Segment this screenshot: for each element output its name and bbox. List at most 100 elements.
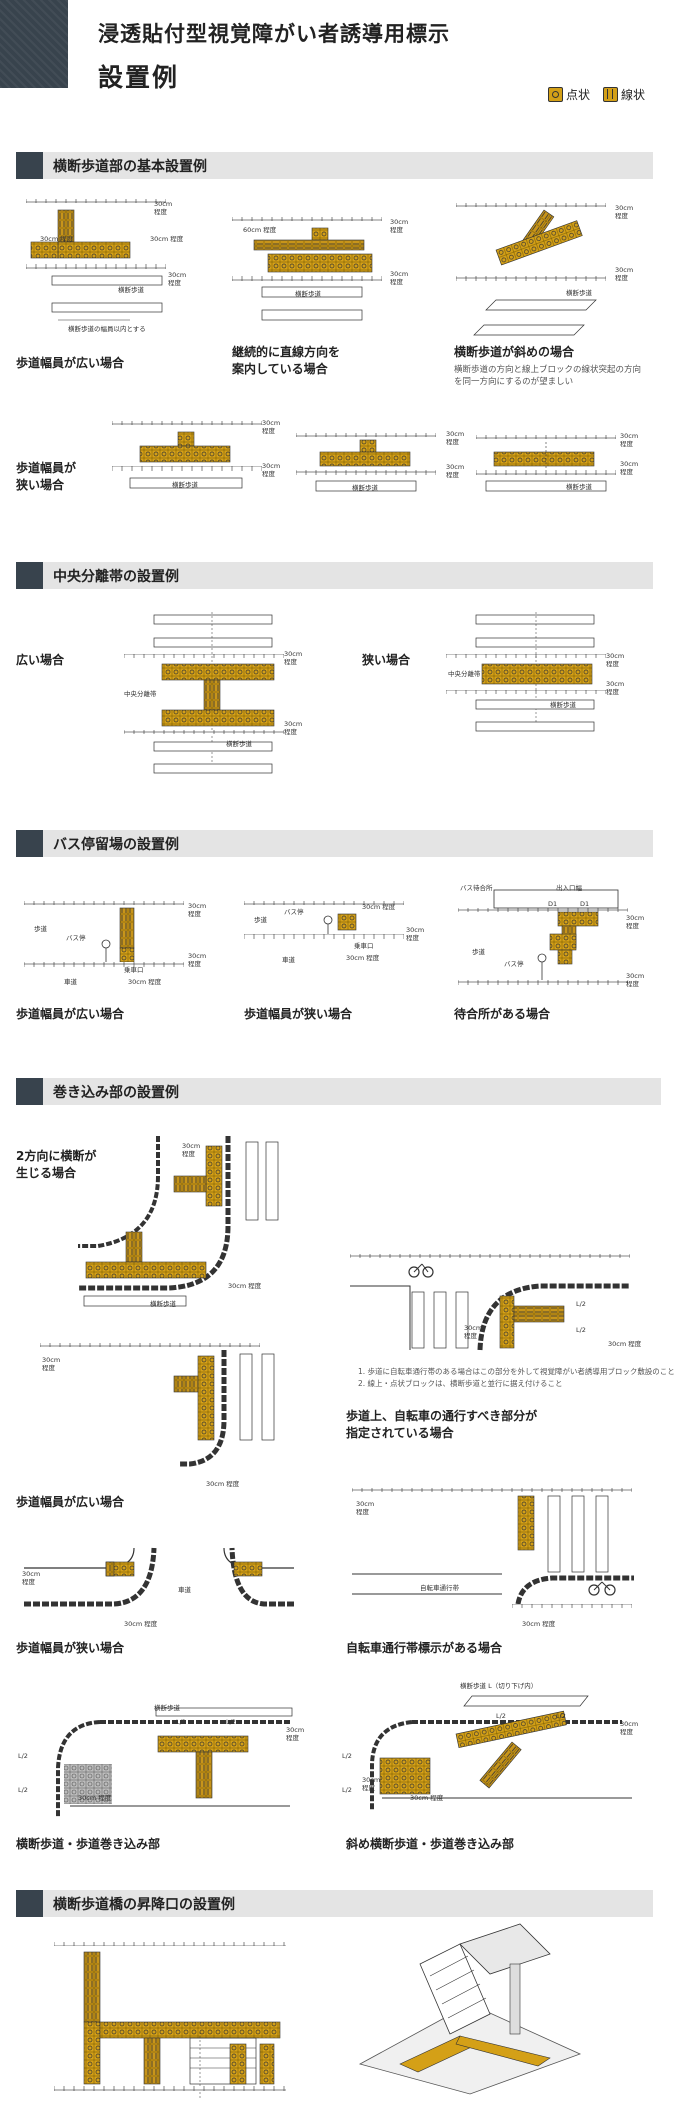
dim-cm: 30cm (284, 650, 303, 658)
crosswalk-label: 横断歩道 (118, 286, 144, 294)
diagram-median-narrow (446, 612, 606, 732)
dim-teido: 程度 (22, 1578, 35, 1586)
l2-label: L/2 (342, 1752, 352, 1760)
diagram-bus-shelter (458, 889, 628, 985)
dim-teido: 程度 (620, 1728, 633, 1736)
dot-block-icon (548, 87, 563, 102)
roadway-label: 車道 (178, 1586, 191, 1594)
dim-cm: 30cm (154, 200, 173, 208)
dim-teido: 程度 (284, 728, 297, 736)
d1-label: D1 (548, 900, 558, 908)
section-header-crosswalk: 横断歩道部の基本設置例 (16, 152, 653, 179)
dim-cm: 30cm (406, 926, 425, 934)
dim-cm: 30cm (615, 266, 634, 274)
median-label: 中央分離帯 (124, 690, 157, 698)
crosswalk-label: 横断歩道 (154, 1704, 180, 1712)
caption-corner-narrow: 歩道幅員が狭い場合 (16, 1641, 125, 1655)
note-line: を同一方向にするのが望ましい (454, 377, 574, 387)
dim-label: 30cm 程度 (78, 1794, 112, 1802)
caption-median-narrow: 狭い場合 (362, 653, 411, 667)
crosswalk-label: 横断歩道 (150, 1300, 176, 1308)
dim-cm: 30cm (615, 204, 634, 212)
dim-label: 30cm 程度 (608, 1340, 642, 1348)
diagram-corner-narrow (24, 1547, 294, 1607)
section-header-corner: 巻き込み部の設置例 (16, 1078, 661, 1105)
l2-label: L/2 (576, 1326, 586, 1334)
dim-teido: 程度 (620, 468, 633, 476)
dim-cm: 30cm (262, 419, 281, 427)
section-marker (16, 562, 43, 589)
diagram-bridge-plan (54, 1942, 286, 2100)
diagram-corner-bike (350, 1254, 630, 1351)
bus-stop-label: バス停 (66, 934, 86, 942)
bus-stop-label: バス停 (504, 960, 524, 968)
crosswalk-label: 横断歩道 (352, 484, 378, 492)
caption-line: 歩道幅員が (16, 461, 77, 475)
caption-median-wide: 広い場合 (16, 653, 65, 667)
caption-bike: 歩道上、自転車の通行すべき部分が指定されている場合 (346, 1408, 537, 1442)
dim-cm: 30cm (182, 1142, 201, 1150)
caption-bus-narrow: 歩道幅員が狭い場合 (244, 1007, 353, 1021)
section-marker (16, 1890, 43, 1917)
section-header-bus: バス停留場の設置例 (16, 830, 653, 857)
diagonal-note: 横断歩道の方向と線上ブロックの線状突起の方向を同一方向にするのが望ましい (454, 364, 641, 388)
caption-corner-wide: 歩道幅員が広い場合 (16, 1495, 125, 1509)
section-title: 横断歩道橋の昇降口の設置例 (53, 1896, 235, 1913)
boarding-label: 乗車口 (354, 942, 374, 950)
section-header-bridge: 横断歩道橋の昇降口の設置例 (16, 1890, 653, 1917)
dim-teido: 程度 (182, 1150, 195, 1158)
caption-diagonal: 横断歩道が斜めの場合 (454, 345, 575, 359)
dim-label: 30cm 程度 (228, 1282, 262, 1290)
dim-teido: 程度 (262, 470, 275, 478)
section-title: 巻き込み部の設置例 (53, 1084, 179, 1101)
caption-narrow: 歩道幅員が狭い場合 (16, 460, 76, 494)
diagram-wide-sidewalk (26, 199, 166, 321)
boarding-label: 乗車口 (124, 966, 144, 974)
dim-label: 30cm 程度 (124, 1620, 158, 1628)
legend-dot-label: 点状 (566, 88, 591, 102)
dim-label: 30cm 程度 (40, 235, 74, 243)
diagram-bridge-isometric (358, 1923, 582, 2095)
section-marker (16, 152, 43, 179)
header-logo-block (0, 0, 68, 88)
diagram-straight-guide (232, 217, 382, 321)
dim-cm: 30cm (286, 1726, 305, 1734)
dim-cm: 30cm (626, 914, 645, 922)
caption-bike-lane: 自転車通行帯標示がある場合 (346, 1641, 503, 1655)
crosswalk-label: 横断歩道 (566, 483, 592, 491)
dim-teido: 程度 (626, 980, 639, 988)
caption-line: 2方向に横断が (16, 1149, 97, 1163)
diagram-bus-wide (24, 901, 184, 967)
crosswalk-label: 横断歩道 (226, 740, 252, 748)
dim-teido: 程度 (42, 1364, 55, 1372)
crosswalk-label: 横断歩道 (566, 289, 592, 297)
bike-lane-label: 自転車通行帯 (420, 1584, 459, 1592)
l2-label: L/2 (556, 1712, 566, 1720)
dim-label: 30cm 程度 (522, 1620, 556, 1628)
caption-line: 指定されている場合 (346, 1426, 454, 1440)
caption-corner-two: 2方向に横断が生じる場合 (16, 1148, 96, 1182)
dim-teido: 程度 (464, 1332, 477, 1340)
dim-cm: 30cm (620, 1720, 639, 1728)
sidewalk-label: 歩道 (472, 948, 485, 956)
sidewalk-label: 歩道 (254, 916, 267, 924)
caption-wide: 歩道幅員が広い場合 (16, 356, 125, 370)
l2-label: L/2 (176, 1718, 186, 1726)
crosswalk-width-label: 横断歩道の幅員以内とする (68, 325, 146, 333)
dim-cm: 30cm (168, 271, 187, 279)
dim-teido: 程度 (615, 274, 628, 282)
dim-cm: 30cm (464, 1324, 483, 1332)
